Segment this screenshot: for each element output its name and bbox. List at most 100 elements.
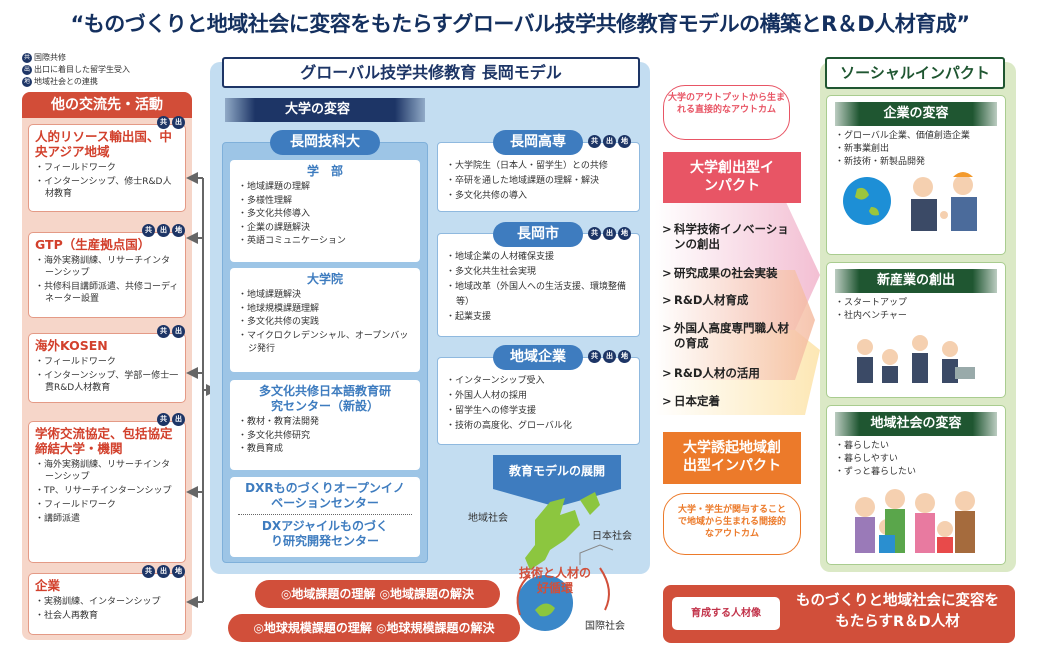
nagaoka-tech-pill: 長岡技科大 bbox=[270, 130, 380, 155]
impact-item-label: R&D人材の活用 bbox=[674, 366, 760, 380]
badge-shutsu: 出 bbox=[157, 565, 170, 578]
list-item: ・企業の課題解決 bbox=[238, 222, 311, 233]
list-item: ・講師派遣 bbox=[35, 514, 81, 524]
badge-chi: 地 bbox=[618, 227, 631, 240]
badge-shutsu: 出 bbox=[157, 224, 170, 237]
partner-title: 海外KOSEN bbox=[35, 338, 108, 353]
badge-kyo: 共 bbox=[142, 224, 155, 237]
badge-shutsu: 出 bbox=[603, 227, 616, 240]
legend-badge: 地 bbox=[22, 76, 32, 87]
legend-item: 共国際共修 bbox=[22, 52, 130, 64]
list-item: ・社内ベンチャー bbox=[835, 311, 907, 321]
global-issues-pill: ◎地球規模課題の理解 ◎地球規模課題の解決 bbox=[228, 614, 520, 642]
chevron-right-icon: > bbox=[662, 222, 672, 236]
list-item: ・卒研を通した地域課題の理解・解決 bbox=[446, 176, 600, 186]
list-item: ・新技術・新製品開発 bbox=[835, 157, 926, 167]
local-firms-badges: 共出地 bbox=[588, 350, 631, 363]
partner-title: 学術交流協定、包括協定締結大学・機関 bbox=[35, 426, 173, 456]
partner-badges: 共出 bbox=[157, 413, 185, 426]
list-item: ・起業支援 bbox=[446, 312, 492, 322]
cycle-label: 技術と人材の好循環 bbox=[518, 566, 591, 595]
list-item: ・多文化共修導入 bbox=[238, 209, 311, 219]
legend: 共国際共修 出出口に着目した留学生受入 地地域社会との連携 bbox=[22, 52, 130, 88]
impact-item: >R&D人材育成 bbox=[662, 293, 792, 308]
list-item: ・多文化共修の実践 bbox=[238, 317, 320, 327]
badge-shutsu: 出 bbox=[603, 350, 616, 363]
impact-item-label: R&D人材育成 bbox=[674, 293, 749, 307]
list-item: ・海外実務訓練、リサーチインターンシップ bbox=[35, 256, 171, 278]
badge-shutsu: 出 bbox=[172, 116, 185, 129]
other-partners-header: 他の交流先・活動 bbox=[22, 92, 192, 118]
impact-item: >R&D人材の活用 bbox=[662, 366, 792, 381]
legend-label: 出口に着目した留学生受入 bbox=[34, 65, 130, 74]
chevron-right-icon: > bbox=[662, 293, 672, 307]
target-talent-label: 育成する人材像 bbox=[672, 597, 780, 630]
list-item: ・多文化共修の導入 bbox=[446, 191, 528, 201]
chevron-right-icon: > bbox=[662, 266, 672, 280]
impact-item-label: 日本定着 bbox=[674, 394, 720, 408]
chevron-right-icon: > bbox=[662, 366, 672, 380]
list-item: ・地域改革（外国人への生活支援、環境整備等） bbox=[446, 282, 627, 307]
list-item: ・TP、リサーチインターンシップ bbox=[35, 486, 172, 496]
deploy-arrow bbox=[493, 455, 621, 507]
list-item: ・教員育成 bbox=[238, 444, 284, 454]
legend-item: 出出口に着目した留学生受入 bbox=[22, 64, 130, 76]
jp-center-card: 多文化共修日本語教育研究センター（新設） ・教材・教育法開発・多文化共修研究・教… bbox=[230, 380, 420, 470]
corp-transform-card: 企業の変容・グローバル企業、価値創造企業・新事業創出・新技術・新製品開発 bbox=[826, 95, 1006, 255]
list-item: ・インターンシップ、修士R&D人材教育 bbox=[35, 177, 172, 199]
list-item: ・インターンシップ、学部ー修士一貫R&D人材教育 bbox=[35, 371, 179, 393]
list-item: ・多様性理解 bbox=[238, 195, 293, 206]
list-item: ・英語コミュニケーション bbox=[238, 236, 346, 246]
faculty-title: 学 部 bbox=[306, 164, 343, 178]
regional-transform-card: 地域社会の変容・暮らしたい・暮らしやすい・ずっと暮らしたい bbox=[826, 405, 1006, 565]
impact-item: >外国人高度専門職人材の育成 bbox=[662, 321, 792, 351]
list-item: ・地域課題の理解 bbox=[238, 182, 311, 192]
chevron-right-icon: > bbox=[662, 394, 672, 408]
corp-transform-title: 企業の変容 bbox=[835, 102, 997, 126]
impact-item: >研究成果の社会実装 bbox=[662, 266, 792, 281]
badge-kyo: 共 bbox=[142, 565, 155, 578]
list-item: ・大学院生（日本人・留学生）との共修 bbox=[446, 161, 608, 171]
partner-title: 企業 bbox=[35, 578, 61, 593]
partner-badges: 共出地 bbox=[142, 224, 185, 237]
badge-shutsu: 出 bbox=[603, 135, 616, 148]
impact-item: >日本定着 bbox=[662, 394, 792, 409]
partner-title: 人的リソース輸出国、中央アジア地域 bbox=[35, 129, 172, 159]
legend-badge: 出 bbox=[22, 64, 32, 75]
badge-chi: 地 bbox=[172, 224, 185, 237]
target-talent-text: ものづくりと地域社会に変容をもたらすR＆D人材 bbox=[796, 593, 999, 630]
social-impact-title: ソーシャルインパクト bbox=[825, 57, 1005, 89]
chevron-right-icon: > bbox=[662, 321, 672, 335]
list-item: ・共修科目講師派遣、共修コーディネーター設置 bbox=[35, 282, 179, 304]
partner-card: 海外KOSEN・フィールドワーク・インターンシップ、学部ー修士一貫R&D人材教育 bbox=[28, 333, 186, 403]
new-industry-title: 新産業の創出 bbox=[835, 269, 997, 293]
nagaoka-model-title: グローバル技学共修教育 長岡モデル bbox=[222, 57, 640, 88]
badge-kyo: 共 bbox=[588, 227, 601, 240]
partner-card: 企業・実務訓練、インターンシップ・社会人再教育 bbox=[28, 573, 186, 635]
family-illustration bbox=[855, 489, 975, 553]
page-title: “ものづくりと地域社会に変容をもたらすグローバル技学共修教育モデルの構築とR＆D… bbox=[70, 12, 970, 36]
list-item: ・フィールドワーク bbox=[35, 163, 116, 173]
japan-society-label: 日本社会 bbox=[592, 531, 632, 542]
badge-kyo: 共 bbox=[588, 350, 601, 363]
badge-kyo: 共 bbox=[157, 413, 170, 426]
direct-outcome-bubble: 大学のアウトプットから生まれる直接的なアウトカム bbox=[663, 85, 790, 140]
list-item: ・社会人再教育 bbox=[35, 611, 99, 621]
impact-item-label: 外国人高度専門職人材の育成 bbox=[674, 321, 789, 350]
faculty-card: 学 部 ・地域課題の理解・多様性理解・多文化共修導入・企業の課題解決・英語コミュ… bbox=[230, 160, 420, 262]
list-item: ・地域課題解決 bbox=[238, 290, 302, 300]
partner-card: 人的リソース輸出国、中央アジア地域・フィールドワーク・インターンシップ、修士R&… bbox=[28, 124, 186, 212]
partner-title: GTP（生産拠点国） bbox=[35, 237, 151, 252]
partner-badges: 共出 bbox=[157, 325, 185, 338]
dxr-center-title: DXRものづくりオープンイノベーションセンター bbox=[238, 481, 412, 515]
impact-item-label: 研究成果の社会実装 bbox=[674, 266, 778, 280]
partner-badges: 共出地 bbox=[142, 565, 185, 578]
partner-badges: 共出 bbox=[157, 116, 185, 129]
list-item: ・外国人人材の採用 bbox=[446, 391, 528, 401]
badge-chi: 地 bbox=[618, 350, 631, 363]
indirect-outcome-bubble: 大学・学生が関与することで地域から生まれる間接的なアウトカム bbox=[663, 493, 801, 555]
startup-team-illustration bbox=[857, 335, 975, 383]
partner-card: 学術交流協定、包括協定締結大学・機関・海外実務訓練、リサーチインターンシップ・T… bbox=[28, 421, 186, 563]
impact-item-label: 科学技術イノベーションの創出 bbox=[674, 222, 789, 251]
list-item: ・グローバル企業、価値創造企業 bbox=[835, 131, 970, 141]
